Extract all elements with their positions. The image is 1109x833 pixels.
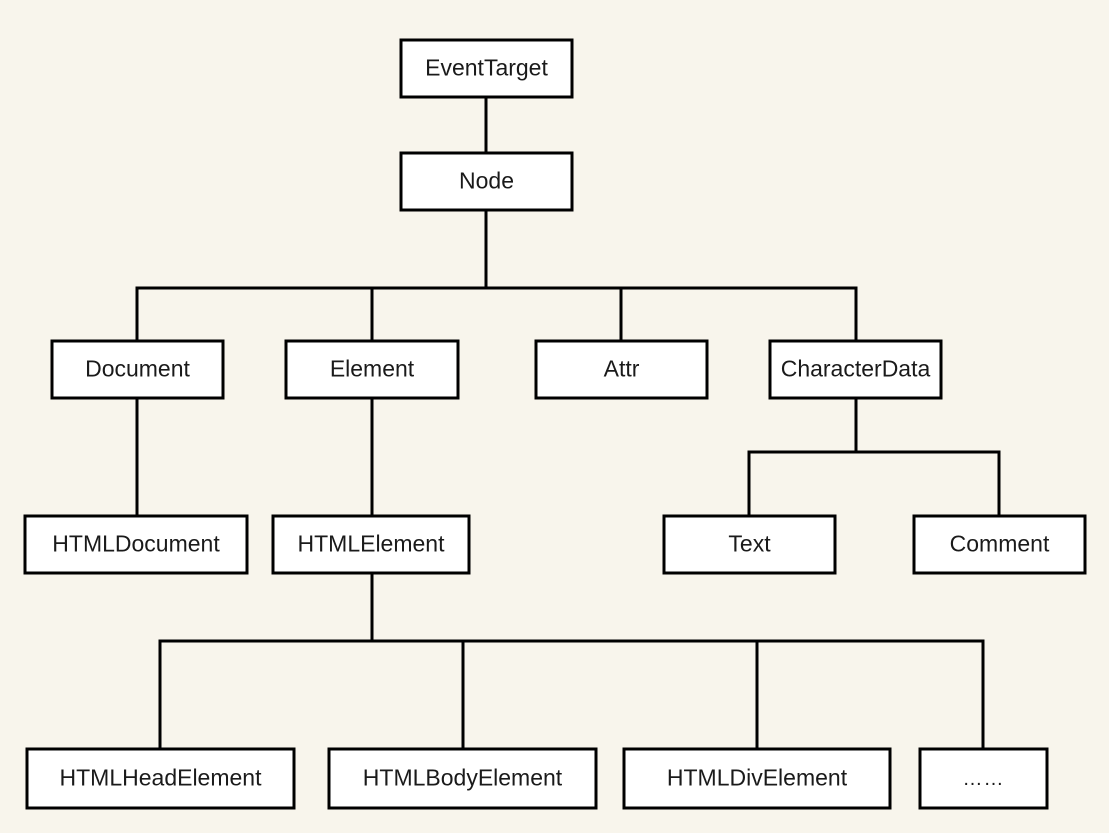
node-box-htmldocument[interactable] bbox=[23, 514, 249, 575]
edge-characterdata-to-text bbox=[747, 398, 858, 516]
node-label-htmldocument: HTMLDocument bbox=[52, 531, 220, 557]
node-box-more[interactable] bbox=[918, 747, 1049, 810]
node-box-htmldivelement[interactable] bbox=[622, 747, 892, 810]
node-text[interactable]: Text bbox=[662, 514, 837, 575]
node-box-htmlheadelement[interactable] bbox=[25, 747, 296, 810]
node-box-node[interactable] bbox=[399, 151, 574, 212]
node-label-more: …… bbox=[963, 768, 1005, 790]
node-node[interactable]: Node bbox=[399, 151, 574, 212]
edge-htmlelement-to-htmlheadelement bbox=[158, 573, 374, 749]
edge-htmlelement-to-htmlbodyelement bbox=[370, 573, 465, 749]
node-box-element[interactable] bbox=[284, 339, 460, 400]
edge-node-to-element bbox=[370, 210, 488, 341]
node-box-comment[interactable] bbox=[912, 514, 1087, 575]
edge-htmlelement-to-more bbox=[370, 573, 985, 749]
node-label-document: Document bbox=[85, 356, 190, 382]
node-htmldocument[interactable]: HTMLDocument bbox=[23, 514, 249, 575]
node-htmlheadelement[interactable]: HTMLHeadElement bbox=[25, 747, 296, 810]
node-label-eventtarget: EventTarget bbox=[425, 55, 548, 81]
node-box-text[interactable] bbox=[662, 514, 837, 575]
node-more[interactable]: …… bbox=[918, 747, 1049, 810]
node-htmlelement[interactable]: HTMLElement bbox=[271, 514, 471, 575]
node-label-text: Text bbox=[728, 531, 771, 557]
node-label-htmldivelement: HTMLDivElement bbox=[667, 765, 848, 791]
node-label-htmlelement: HTMLElement bbox=[298, 531, 446, 557]
node-label-comment: Comment bbox=[950, 531, 1050, 557]
node-label-element: Element bbox=[330, 356, 415, 382]
node-label-node: Node bbox=[459, 168, 514, 194]
connector-lines bbox=[135, 97, 1001, 749]
edge-characterdata-to-comment bbox=[854, 398, 1001, 516]
node-element[interactable]: Element bbox=[284, 339, 460, 400]
node-box-attr[interactable] bbox=[534, 339, 709, 400]
node-eventtarget[interactable]: EventTarget bbox=[399, 38, 574, 99]
node-label-characterdata: CharacterData bbox=[781, 356, 931, 382]
node-label-htmlheadelement: HTMLHeadElement bbox=[60, 765, 263, 791]
node-characterdata[interactable]: CharacterData bbox=[768, 339, 943, 400]
node-comment[interactable]: Comment bbox=[912, 514, 1087, 575]
node-label-htmlbodyelement: HTMLBodyElement bbox=[363, 765, 563, 791]
node-box-htmlbodyelement[interactable] bbox=[327, 747, 598, 810]
edge-htmlelement-to-htmldivelement bbox=[370, 573, 759, 749]
node-box-document[interactable] bbox=[50, 339, 225, 400]
node-box-htmlelement[interactable] bbox=[271, 514, 471, 575]
node-box-characterdata[interactable] bbox=[768, 339, 943, 400]
node-label-attr: Attr bbox=[604, 356, 640, 382]
node-htmldivelement[interactable]: HTMLDivElement bbox=[622, 747, 892, 810]
edge-node-to-characterdata bbox=[484, 210, 858, 341]
node-htmlbodyelement[interactable]: HTMLBodyElement bbox=[327, 747, 598, 810]
edge-node-to-attr bbox=[484, 210, 623, 341]
node-box-eventtarget[interactable] bbox=[399, 38, 574, 99]
node-attr[interactable]: Attr bbox=[534, 339, 709, 400]
node-document[interactable]: Document bbox=[50, 339, 225, 400]
edge-node-to-document bbox=[135, 210, 488, 341]
